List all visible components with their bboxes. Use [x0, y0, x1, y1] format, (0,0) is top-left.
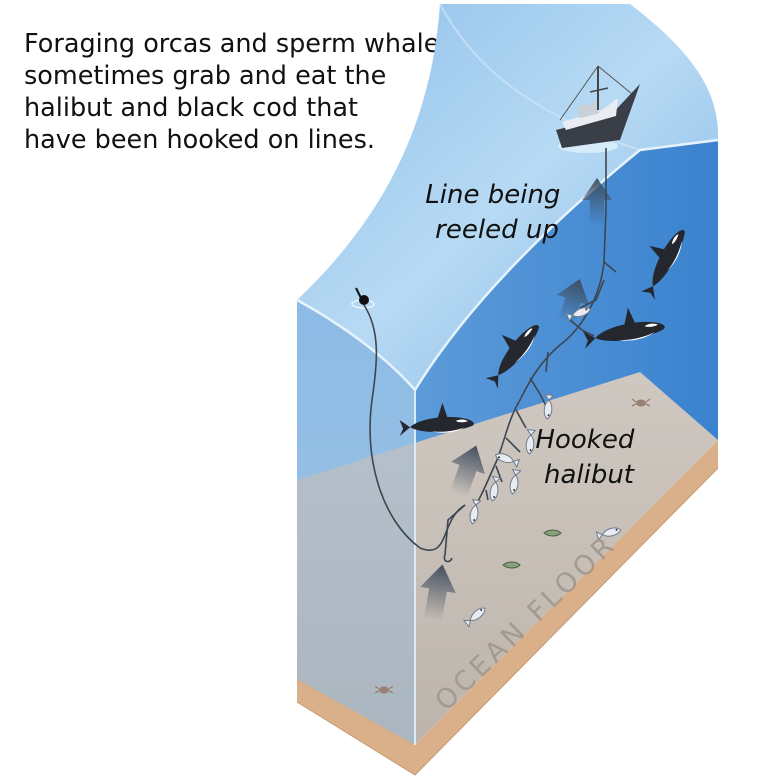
arrow-bottom [420, 564, 456, 622]
ocean-floor [297, 372, 718, 745]
water-block [296, 3, 719, 776]
caption: Foraging orcas and sperm whales sometime… [24, 28, 494, 156]
arrow-low [449, 445, 485, 498]
label-hooked-halibut-2: halibut [544, 460, 635, 490]
label-line-reeled: Line being reeled up [425, 180, 568, 245]
label-line-reeled-2: reeled up [435, 215, 559, 245]
arrow-mid [556, 279, 590, 326]
fishing-boat [556, 65, 640, 153]
label-hooked-halibut: Hooked halibut [535, 425, 642, 490]
black-cod-2 [502, 561, 521, 569]
buoy [351, 287, 375, 309]
caption-line-1: Foraging orcas and sperm whales [24, 29, 453, 59]
upward-arrows [420, 178, 612, 622]
caption-line-2: sometimes grab and eat the [24, 61, 387, 91]
seafloor-animals [374, 398, 651, 695]
water-surface [297, 4, 719, 390]
caption-line-4: have been hooked on lines. [24, 125, 375, 155]
label-hooked-halibut-1: Hooked [535, 425, 634, 455]
label-line-reeled-1: Line being [425, 180, 560, 210]
arrow-reel-up [582, 178, 612, 226]
caption-line-3: halibut and black cod that [24, 93, 358, 123]
black-cod-1 [543, 529, 562, 537]
